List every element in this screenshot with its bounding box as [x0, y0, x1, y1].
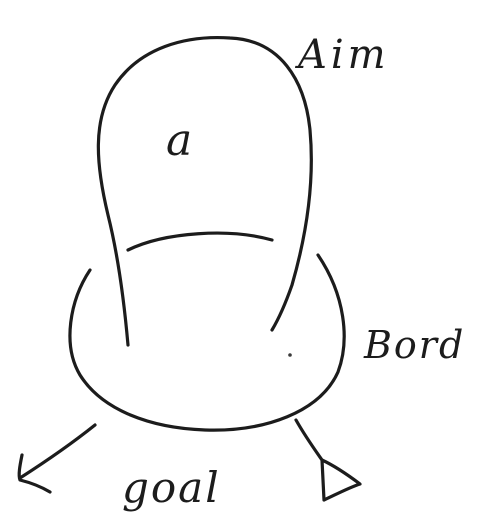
left-arrow-shaft	[20, 425, 95, 478]
board-base-outline	[70, 255, 344, 430]
base-dot	[288, 353, 292, 357]
inner-arc	[128, 233, 272, 250]
right-arrow-shaft	[296, 420, 322, 460]
aim-label: Aim	[294, 32, 390, 78]
upper-dome-outline	[98, 38, 311, 345]
goal-label: goal	[122, 463, 221, 512]
right-d-marker	[322, 460, 360, 500]
inner-label-a: a	[166, 115, 192, 166]
bord-label: Bord	[363, 323, 465, 367]
